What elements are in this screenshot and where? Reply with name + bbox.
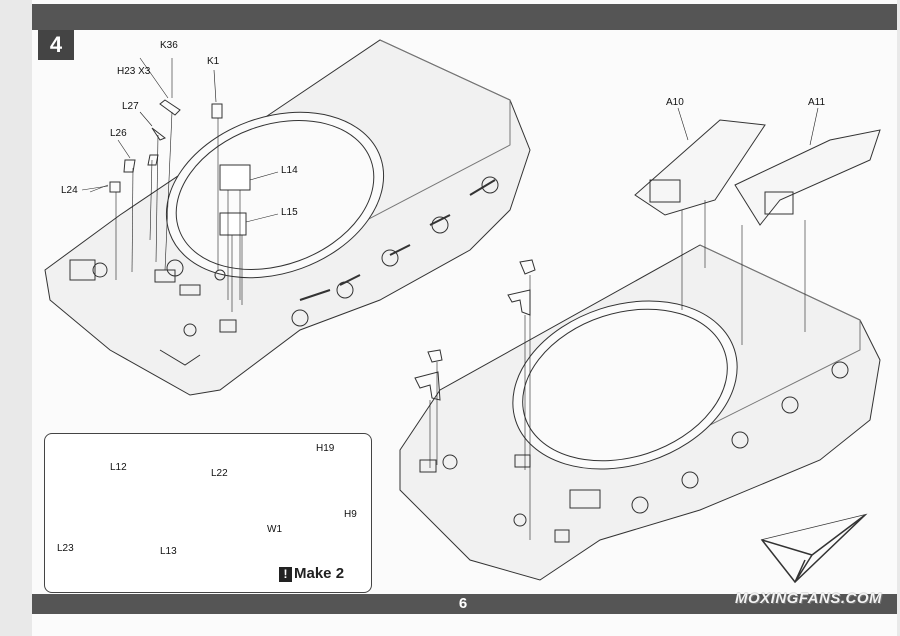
make-note-text: Make 2: [294, 565, 345, 582]
label-l14: L14: [281, 165, 298, 176]
right-leader-lines: [429, 107, 819, 540]
watermark-text: MOXINGFANS.COM: [735, 590, 883, 607]
label-w1: W1: [267, 524, 282, 535]
header-bar: [32, 4, 897, 30]
label-h19: H19: [316, 443, 335, 454]
footer-bar: [32, 594, 897, 614]
label-l22: L22: [211, 468, 228, 479]
label-l15: L15: [281, 207, 298, 218]
label-l24: L24: [61, 185, 78, 196]
label-k1: K1: [207, 56, 220, 67]
label-a11: A11: [808, 97, 826, 108]
label-l27: L27: [122, 101, 139, 112]
label-l26: L26: [110, 128, 127, 139]
left-hull-drawing: [44, 39, 531, 396]
right-hull-drawing: [399, 119, 881, 581]
sub-assembly-inset: [44, 433, 372, 593]
page-number: 6: [458, 595, 468, 612]
warning-icon: !: [279, 567, 292, 582]
make-note: !Make 2: [279, 565, 344, 582]
label-h23-x3: H23 X3: [117, 66, 151, 77]
label-h9: H9: [344, 509, 357, 520]
label-k36: K36: [160, 40, 178, 51]
left-leader-lines: [81, 57, 279, 312]
label-l13: L13: [160, 546, 177, 557]
label-a10: A10: [666, 97, 684, 108]
label-l23: L23: [57, 543, 74, 554]
paper-plane-logo: [760, 513, 868, 584]
step-number: 4: [38, 30, 74, 60]
label-l12: L12: [110, 462, 127, 473]
